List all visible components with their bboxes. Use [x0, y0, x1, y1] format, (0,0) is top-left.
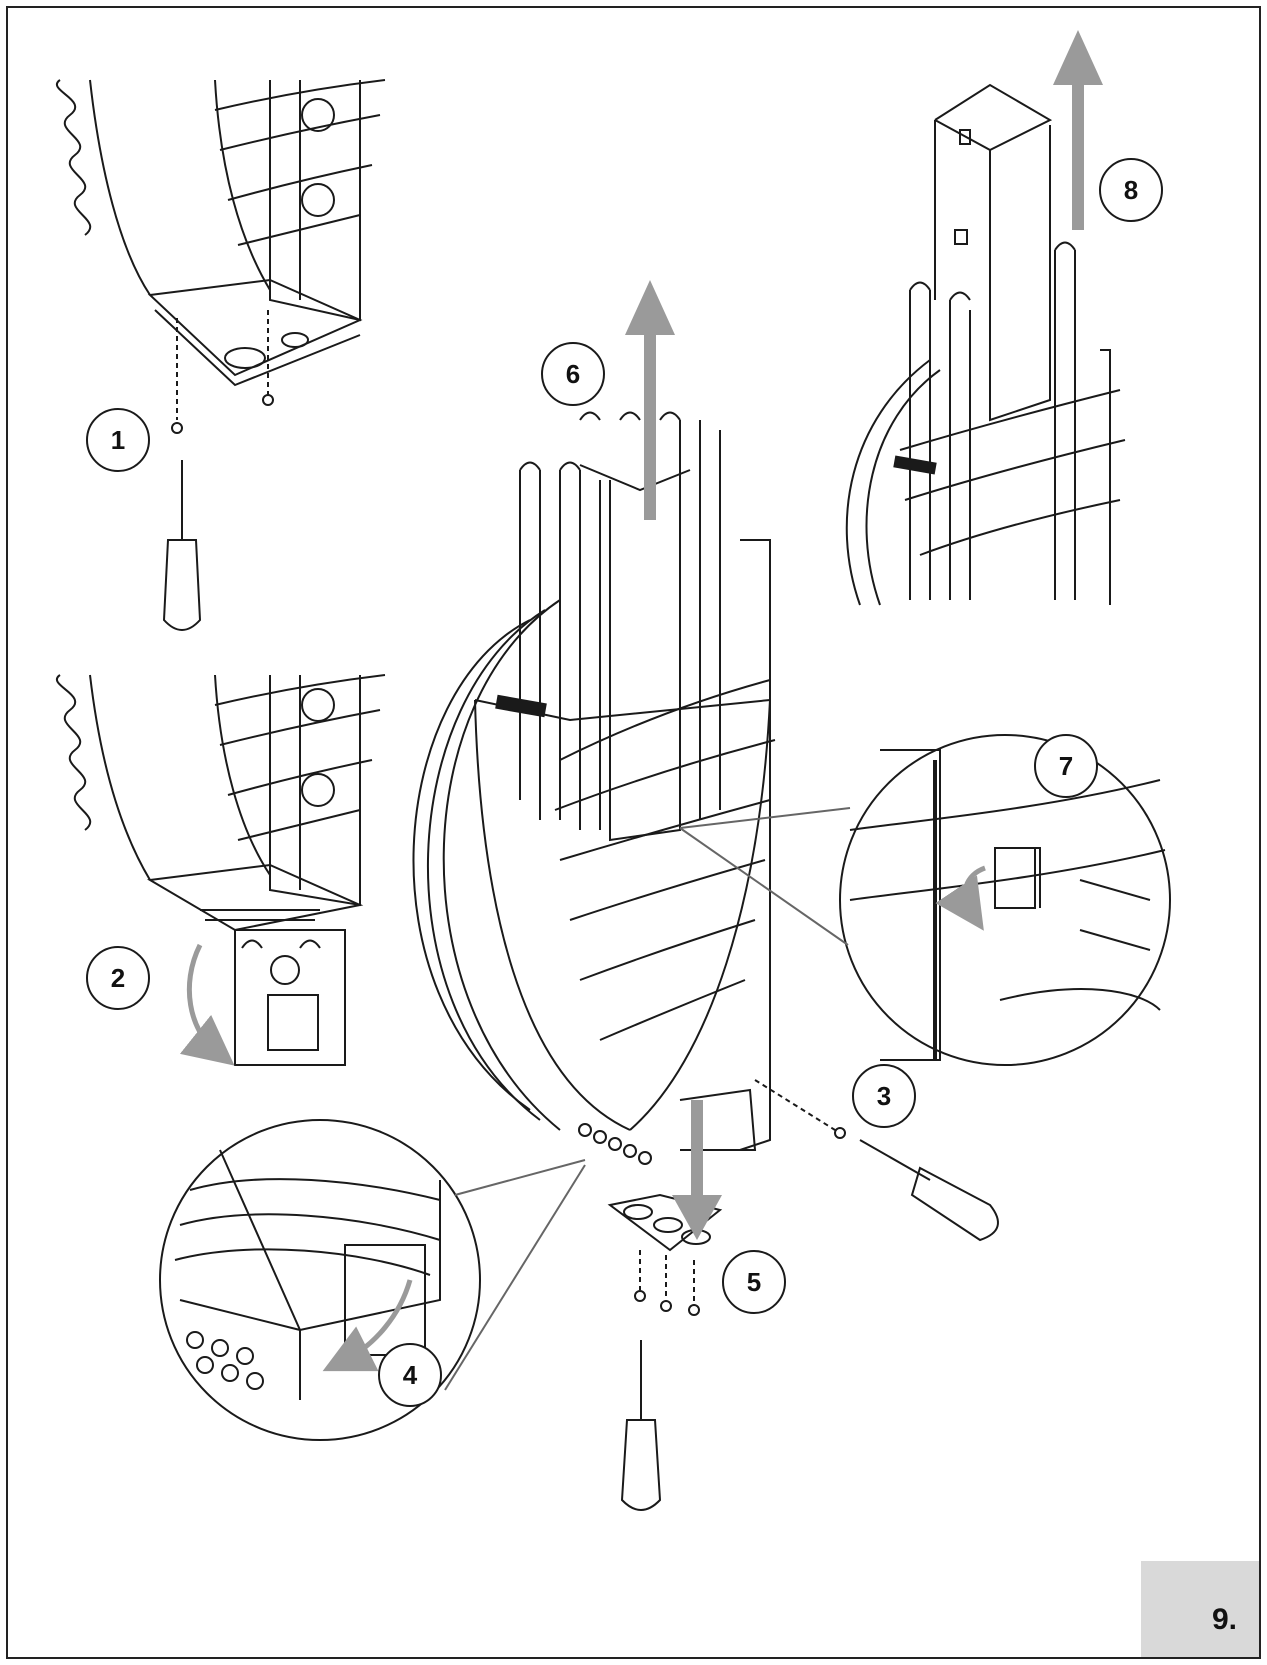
page-number-tab: 9. [1141, 1561, 1259, 1657]
lift-arrow-8-head [1053, 30, 1103, 85]
main-heater-assembly [412, 411, 846, 1316]
step-1-badge: 1 [86, 408, 150, 472]
page-frame [6, 6, 1261, 1659]
panel-7-detail-circle [679, 734, 1171, 1066]
page-number-label: 9. [1211, 1603, 1237, 1636]
panel-8-remove-column [845, 83, 1126, 606]
screwdriver-5 [620, 1340, 662, 1511]
panel-4-detail-circle [159, 1119, 586, 1441]
step-5-badge: 5 [722, 1250, 786, 1314]
fold-down-arrow-2 [179, 943, 235, 1066]
step-4-badge: 4 [378, 1343, 442, 1407]
lift-arrow-6-head [625, 280, 675, 335]
screwdriver-3 [859, 1139, 999, 1242]
step-6-badge: 6 [541, 342, 605, 406]
down-arrow-5-head [672, 1195, 722, 1240]
screwdriver-1 [162, 460, 202, 631]
panel-1-heater-bottom [56, 79, 386, 434]
step-8-badge: 8 [1099, 158, 1163, 222]
rotate-arrow-7 [935, 865, 987, 931]
step-7-badge: 7 [1034, 734, 1098, 798]
panel-2-lower-cover [56, 674, 386, 1066]
fold-down-arrow-4 [322, 1279, 413, 1372]
step-2-badge: 2 [86, 946, 150, 1010]
step-3-badge: 3 [852, 1064, 916, 1128]
